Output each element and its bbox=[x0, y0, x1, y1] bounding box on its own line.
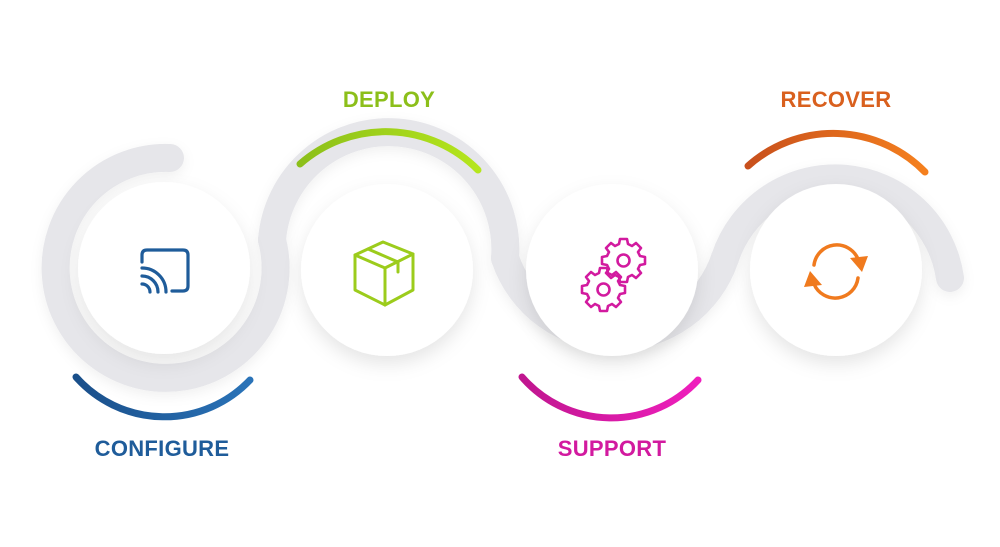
accent-arc-recover bbox=[744, 129, 929, 176]
circle-recover bbox=[750, 184, 922, 356]
track-loop-recover bbox=[711, 164, 964, 292]
step-label-support: SUPPORT bbox=[557, 436, 667, 461]
refresh-icon bbox=[804, 243, 868, 300]
step-label-deploy: DEPLOY bbox=[342, 87, 436, 112]
cast-icon bbox=[140, 248, 190, 294]
circle-deploy bbox=[301, 184, 473, 356]
step-label-recover: RECOVER bbox=[780, 87, 892, 112]
circle-configure bbox=[78, 182, 250, 354]
step-label-configure: CONFIGURE bbox=[94, 436, 230, 461]
accent-arc-deploy bbox=[296, 128, 482, 174]
box-icon bbox=[353, 240, 415, 307]
track-loop-configure bbox=[41, 143, 290, 392]
accent-arc-support bbox=[518, 373, 702, 422]
accent-arc-configure bbox=[72, 373, 254, 421]
circle-support bbox=[526, 184, 698, 356]
step-circles bbox=[78, 182, 922, 356]
gears-icon bbox=[580, 237, 647, 313]
